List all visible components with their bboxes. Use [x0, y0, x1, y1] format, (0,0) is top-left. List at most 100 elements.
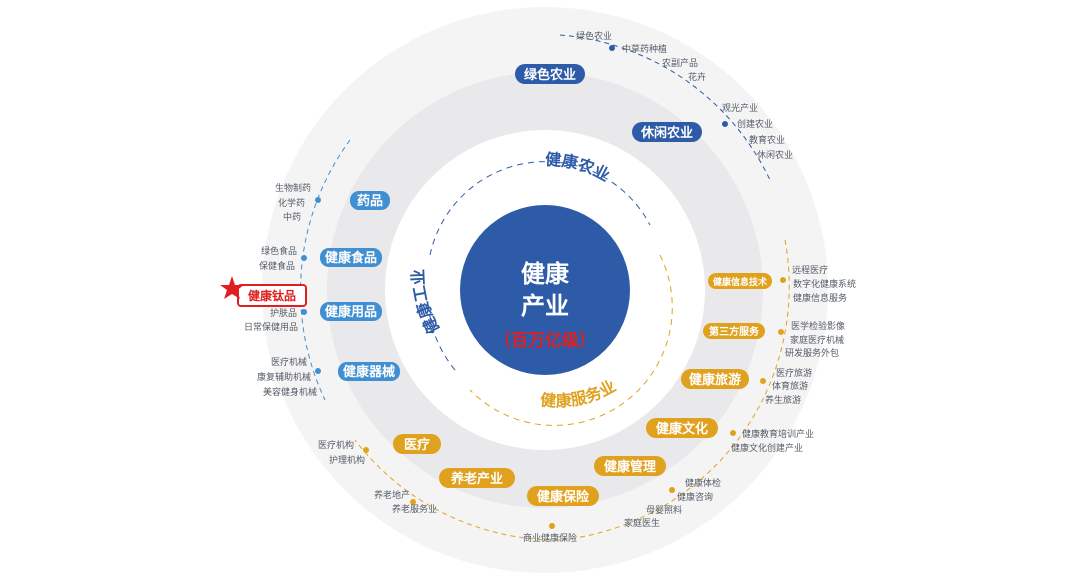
list-culture: 健康教育培训产业 健康文化创建产业: [731, 428, 814, 454]
list-item: 生物制药: [275, 182, 311, 194]
list-item: 家庭医生: [624, 517, 660, 529]
pill-goods: [320, 302, 382, 321]
list-elderly: 养老地产 养老服务业: [374, 489, 437, 515]
pill-tourism: [681, 369, 749, 389]
list-item: 护肤品: [270, 307, 297, 319]
pill-management: [594, 456, 666, 476]
list-item: 健康体检: [685, 477, 721, 489]
list-item: 远程医疗: [792, 264, 828, 276]
list-medicine: 生物制药 化学药 中药: [275, 182, 311, 223]
dot-third-party: [778, 329, 784, 335]
dot-leisure-agri: [722, 121, 728, 127]
outer-arc-service-2: [354, 439, 561, 541]
pill-medical: [393, 434, 441, 454]
dot-elderly: [410, 499, 416, 505]
list-item: 养生旅游: [765, 394, 801, 406]
list-item: 母婴照料: [646, 504, 682, 516]
list-food: 绿色食品 保健食品: [259, 245, 297, 272]
pill-management-label: 健康管理: [604, 459, 656, 475]
dot-insurance: [549, 523, 555, 529]
list-item: 养老地产: [374, 489, 410, 501]
list-item: 医学检验影像: [791, 320, 845, 332]
pill-info-tech: [708, 273, 772, 289]
list-item: 中草药种植: [622, 43, 667, 55]
list-equipment: 医疗机械 康复辅助机械 美容健身机械: [257, 356, 317, 398]
list-item: 绿色食品: [261, 245, 297, 257]
list-tourism: 医疗旅游 体育旅游 养生旅游: [765, 367, 812, 406]
list-item: 观光产业: [722, 102, 758, 114]
list-item: 医疗机构: [318, 439, 354, 451]
list-item: 健康教育培训产业: [742, 428, 814, 440]
dot-info-tech: [780, 277, 786, 283]
center-circle: [460, 205, 630, 375]
pill-equipment-label: 健康器械: [343, 364, 395, 380]
pill-culture-label: 健康文化: [656, 421, 708, 437]
list-item: 健康文化创建产业: [731, 442, 803, 454]
list-insurance: 商业健康保险: [523, 532, 577, 544]
center-title-2: 产业: [521, 291, 569, 320]
dot-green-agri: [609, 45, 615, 51]
list-item: 健康咨询: [677, 491, 713, 503]
pill-medicine-label: 药品: [357, 193, 383, 209]
pill-elderly: [439, 468, 515, 488]
dot-tourism: [760, 378, 766, 384]
pill-culture: [646, 418, 718, 438]
dot-medical: [363, 447, 369, 453]
outer-arc-industry: [300, 139, 351, 401]
pill-food: [320, 248, 382, 267]
pill-third-party-label: 第三方服务: [709, 325, 760, 338]
list-item: 康复辅助机械: [257, 371, 311, 383]
center-title-1: 健康: [521, 259, 570, 288]
list-item: 休闲农业: [757, 149, 793, 161]
pill-tourism-label: 健康旅游: [689, 372, 741, 388]
titanium-label: 健康钛品: [248, 288, 296, 303]
pill-equipment: [338, 362, 400, 381]
dot-equipment: [315, 368, 321, 374]
outer-arc-service: [559, 239, 790, 541]
list-item: 教育农业: [749, 134, 785, 146]
pill-third-party: [703, 323, 765, 339]
outer-arc-agri: [559, 34, 771, 181]
pill-medicine: [350, 191, 390, 210]
pill-insurance-label: 健康保险: [537, 489, 590, 505]
list-item: 体育旅游: [772, 380, 808, 392]
list-item: 家庭医疗机械: [790, 334, 844, 346]
list-item: 医疗机械: [271, 356, 307, 368]
center-subtitle: （百万亿级）: [494, 330, 596, 351]
list-item: 护理机构: [329, 454, 365, 466]
list-item: 保健食品: [259, 260, 295, 272]
list-item: 中药: [283, 211, 301, 223]
list-item: 养老服务业: [392, 503, 437, 515]
star-icon: [220, 276, 244, 299]
pill-elderly-label: 养老产业: [450, 471, 503, 487]
list-item: 农副产品: [662, 57, 698, 69]
list-item: 研发服务外包: [785, 347, 839, 359]
list-third-party: 医学检验影像 家庭医疗机械 研发服务外包: [785, 320, 845, 359]
dot-medicine: [315, 197, 321, 203]
list-item: 医疗旅游: [776, 367, 812, 379]
list-item: 绿色农业: [576, 30, 612, 42]
list-item: 健康信息服务: [793, 292, 847, 304]
list-green-agri: 绿色农业 中草药种植 农副产品 花卉: [576, 30, 706, 83]
inner-arc-blue: [429, 161, 651, 256]
pill-green-agri-label: 绿色农业: [524, 67, 576, 83]
pill-leisure-agri: [632, 122, 702, 142]
list-goods: 护肤品 日常保健用品: [244, 307, 298, 333]
pill-info-tech-label: 健康信息技术: [713, 276, 767, 288]
list-item: 花卉: [688, 71, 706, 83]
inner-arc-blue-2: [427, 299, 456, 371]
list-item: 化学药: [278, 197, 305, 209]
pill-insurance: [527, 486, 599, 506]
pill-leisure-agri-label: 休闲农业: [640, 125, 693, 141]
pill-goods-label: 健康用品: [325, 304, 377, 320]
list-leisure-agri: 观光产业 创建农业 教育农业 休闲农业: [722, 102, 793, 161]
inner-arc-orange: [469, 254, 673, 426]
list-item: 日常保健用品: [244, 321, 298, 333]
list-medical: 医疗机构 护理机构: [318, 439, 365, 466]
dot-goods: [301, 309, 307, 315]
dot-management: [669, 487, 675, 493]
list-item: 美容健身机械: [263, 386, 317, 398]
list-management: 健康体检 健康咨询 母婴照料 家庭医生: [624, 477, 721, 529]
dot-culture: [730, 430, 736, 436]
